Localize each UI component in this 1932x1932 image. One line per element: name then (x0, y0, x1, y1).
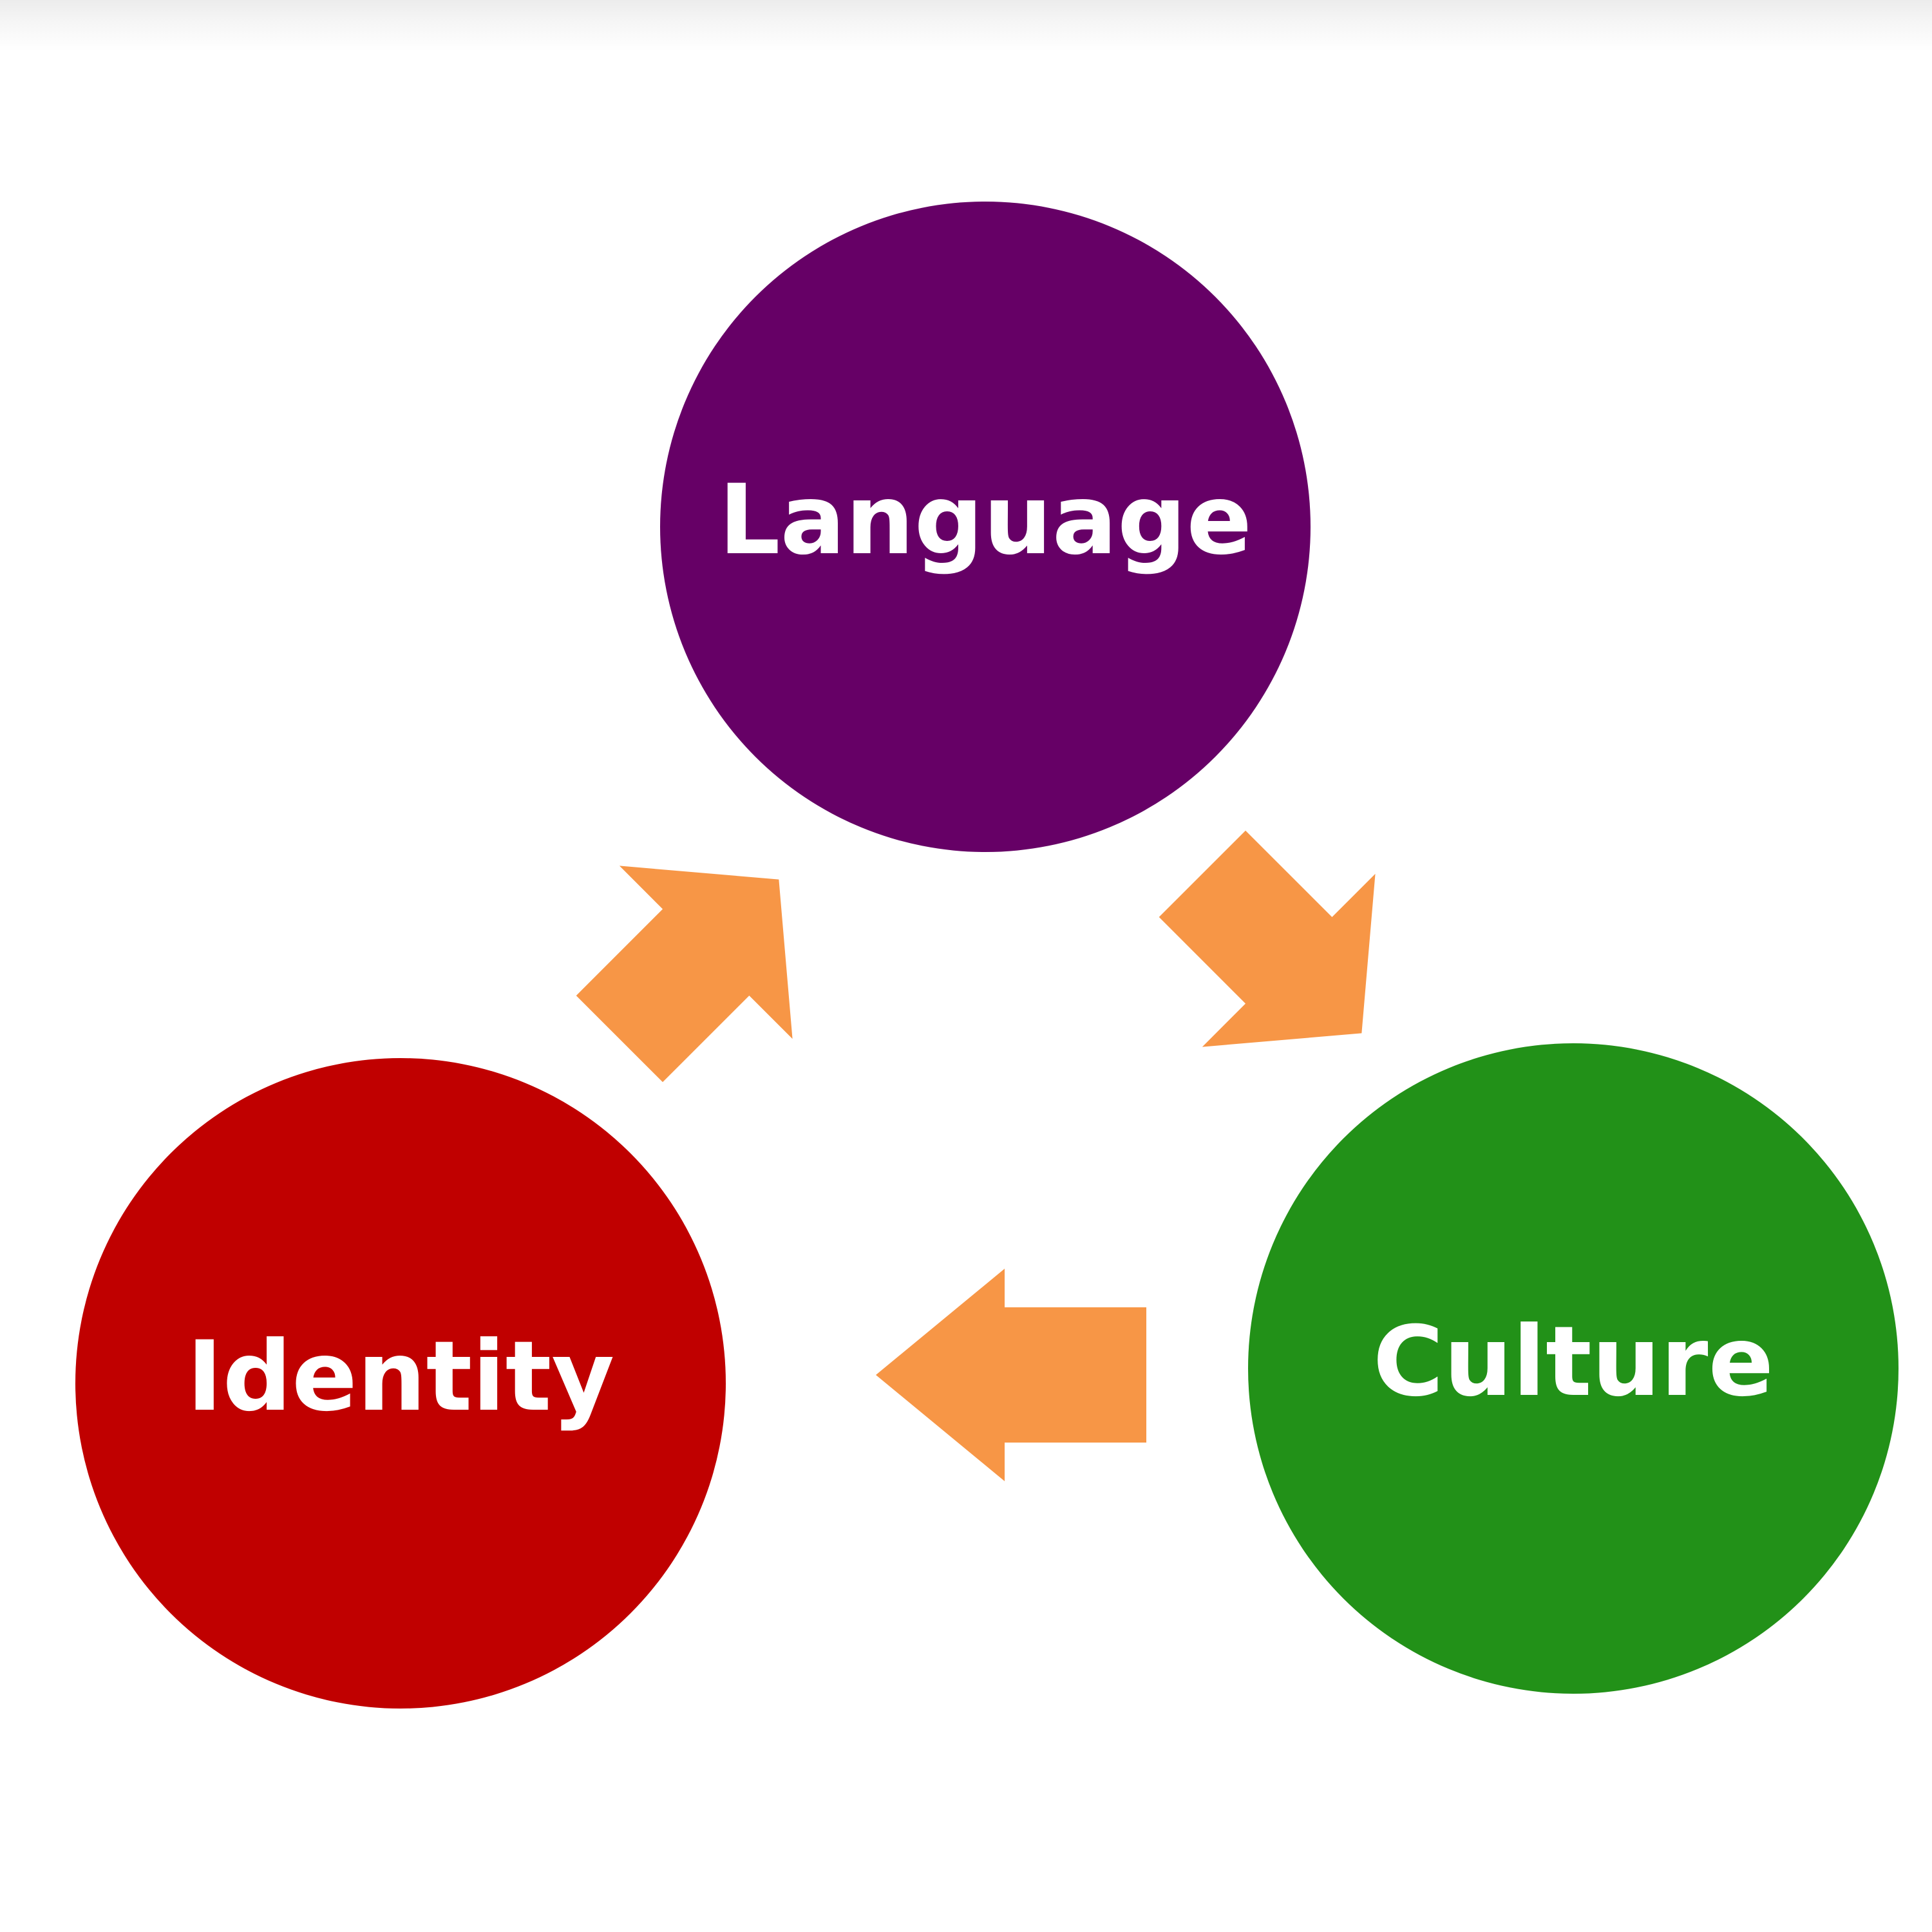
arrow-identity-to-language (576, 866, 793, 1083)
node-culture-circle (1248, 1043, 1899, 1694)
node-culture-label: Culture (1373, 1306, 1774, 1418)
arrow-culture-to-identity (876, 1269, 1146, 1481)
node-culture: Culture (1248, 1043, 1899, 1694)
arrow-identity-to-language-shape (576, 866, 793, 1083)
arrow-language-to-culture (1159, 830, 1376, 1047)
node-identity-circle (75, 1058, 726, 1709)
node-language-label: Language (719, 464, 1252, 576)
top-edge-band (0, 0, 1932, 52)
node-identity-label: Identity (187, 1321, 614, 1433)
node-language: Language (660, 202, 1311, 852)
arrow-culture-to-identity-shape (876, 1269, 1146, 1481)
node-language-circle (660, 202, 1311, 852)
node-identity: Identity (75, 1058, 726, 1709)
arrow-language-to-culture-shape (1159, 830, 1376, 1047)
